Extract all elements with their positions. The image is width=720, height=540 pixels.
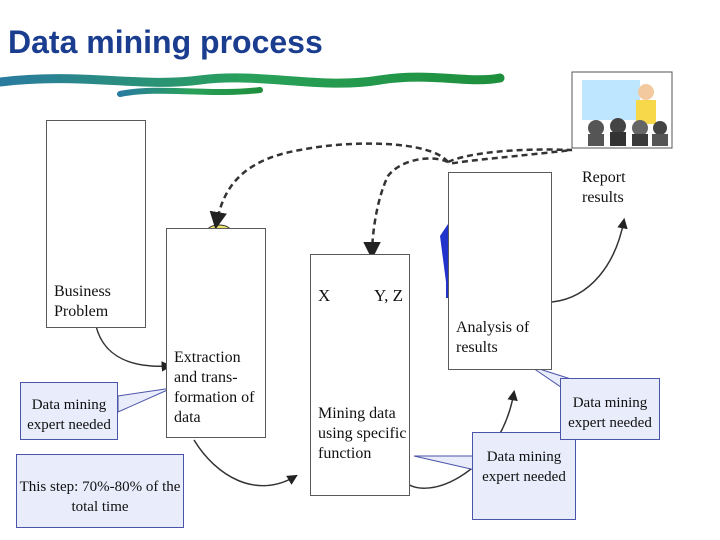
expert-needed-callout-left: Data mining expert needed [20, 382, 118, 440]
expert-needed-callout-right: Data mining expert needed [560, 378, 660, 440]
page-title: Data mining process [8, 24, 323, 60]
function-output-label: Y, Z [374, 286, 403, 305]
extraction-label: Extraction and trans-formation of data [174, 349, 255, 426]
report-results-label: Report results [582, 169, 626, 206]
feedback-loops [209, 142, 573, 260]
expert-needed-callout-middle: Data mining expert needed [472, 432, 576, 520]
flow-arrows [95, 217, 628, 489]
extraction-frame [166, 228, 266, 438]
analysis-label: Analysis of results [456, 319, 530, 356]
business-problem-frame [46, 120, 146, 328]
title-swoosh [0, 72, 505, 97]
function-input-label: X [318, 286, 331, 305]
mining-label: Mining data using specific function [318, 405, 407, 462]
mining-frame [310, 254, 410, 496]
time-share-callout: This step: 70%-80% of the total time [16, 454, 184, 528]
presentation-image [571, 71, 673, 149]
analysis-frame [448, 172, 552, 370]
business-problem-label: Business Problem [54, 283, 111, 320]
